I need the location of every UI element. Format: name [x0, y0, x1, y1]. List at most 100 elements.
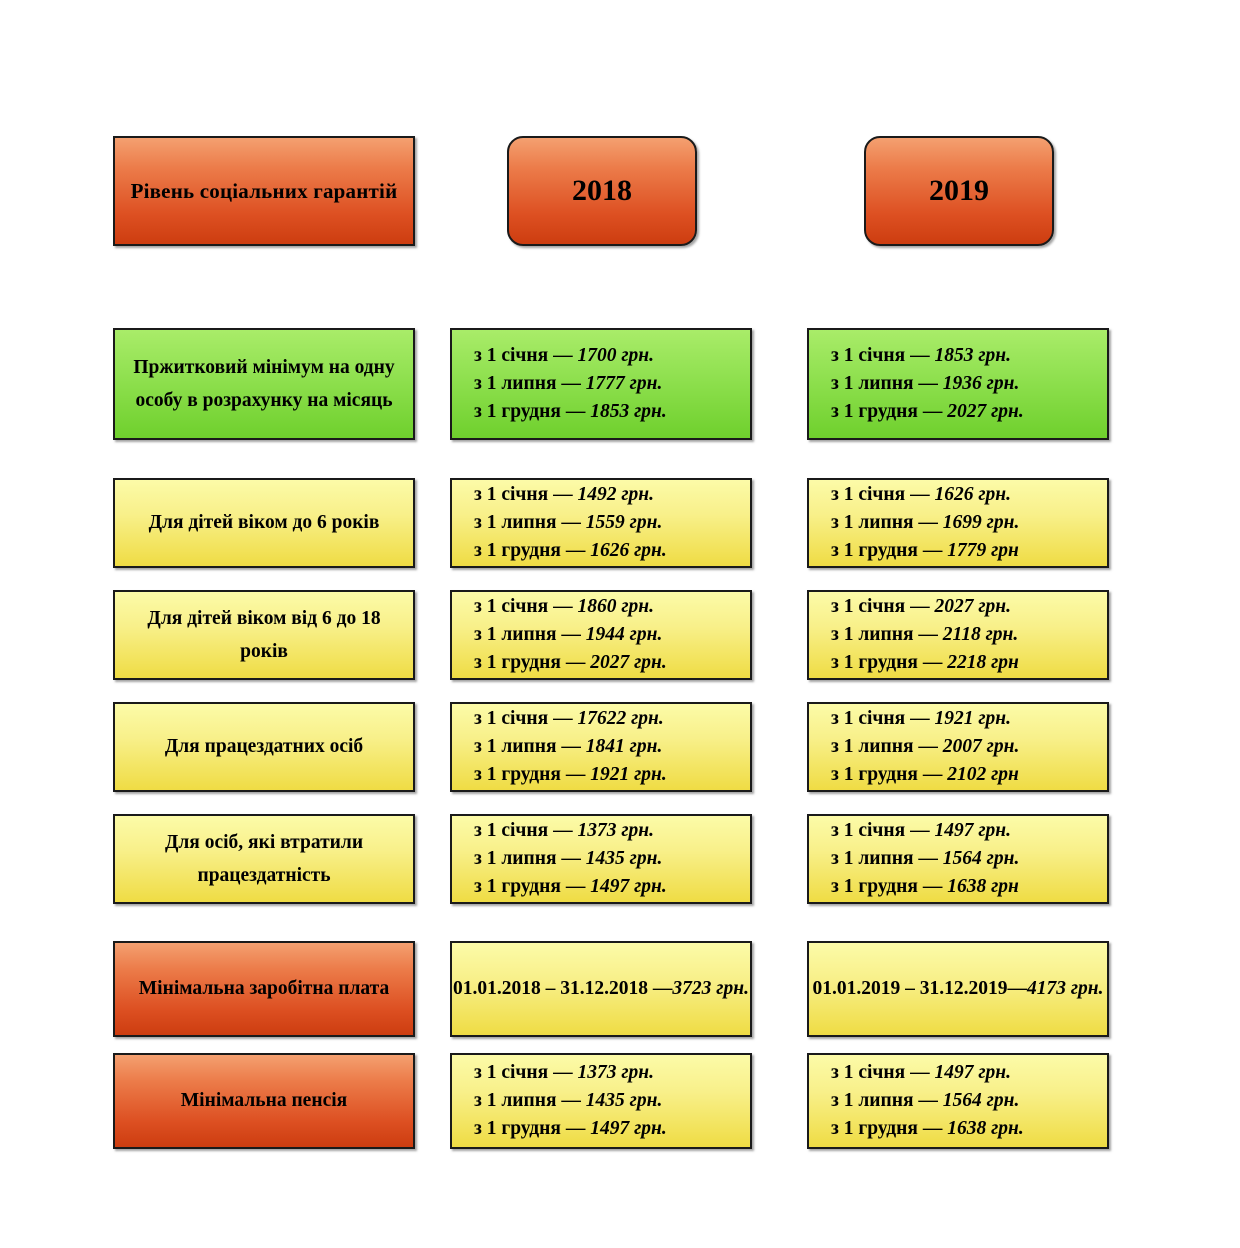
value-line-prefix: з 1 січня — [474, 708, 578, 730]
value-line-amount: 1497 грн. [934, 820, 1011, 842]
value-line: з 1 січня — 1373 грн. [474, 817, 667, 845]
value-line: з 1 грудня — 1497 грн. [474, 1115, 667, 1143]
value-line: з 1 грудня — 1497 грн. [474, 873, 667, 901]
value-line-amount: 2027 грн. [590, 651, 667, 673]
value-line: з 1 січня — 1497 грн. [831, 1059, 1024, 1087]
value-line-prefix: з 1 липня — [474, 1090, 586, 1112]
value-line: з 1 липня — 1936 грн. [831, 370, 1024, 398]
value-stack: з 1 січня — 1497 грн. з 1 липня — 1564 гр… [831, 1059, 1024, 1142]
value-line-amount: 1435 грн. [585, 848, 663, 870]
value-line-prefix: з 1 липня — [831, 373, 943, 395]
value-line-prefix: з 1 грудня — [831, 539, 948, 561]
value-line-prefix: з 1 грудня — [831, 763, 948, 785]
value-line-prefix: з 1 грудня — [474, 651, 591, 673]
row-2019-children-6-to-18: з 1 січня — 2027 грн.з 1 липня — 2118 гр… [807, 590, 1109, 680]
value-stack: з 1 січня — 1700 грн.з 1 липня — 1777 гр… [474, 342, 667, 425]
value-line-amount: 2118 грн. [942, 624, 1019, 646]
value-line: з 1 січня — 17622 грн. [474, 705, 667, 733]
value-stack: з 1 січня — 17622 грн.з 1 липня — 1841 г… [474, 705, 667, 788]
value-line-amount: 1497 грн. [934, 1062, 1011, 1084]
row-2018-children-6-to-18: з 1 січня — 1860 грн.з 1 липня — 1944 гр… [450, 590, 752, 680]
row-label-text: Для осіб, які втратили працездатність [164, 831, 364, 886]
value-stack: 01.01.2019 – 31.12.2019—4173 грн. [812, 975, 1103, 1003]
value-line-amount: 1944 грн. [585, 624, 663, 646]
header-year-2018-text: 2018 [572, 174, 632, 208]
row-label-text: Пржитковий мінімум на одну особу в розра… [133, 356, 395, 411]
value-line-amount: 1638 грн. [947, 1117, 1024, 1139]
value-line-prefix: з 1 січня — [831, 1062, 935, 1084]
value-line: з 1 грудня — 1779 грн [831, 537, 1019, 565]
value-line: з 1 січня — 1860 грн. [474, 593, 667, 621]
value-line-amount: 2007 грн. [942, 736, 1020, 758]
value-line-amount: 1638 грн [947, 875, 1019, 897]
value-line-amount: 1564 грн. [942, 848, 1020, 870]
row-2019-minimum-wage: 01.01.2019 – 31.12.2019—4173 грн. [807, 941, 1109, 1037]
value-line-amount: 2102 грн [947, 763, 1019, 785]
value-line-prefix: з 1 липня — [831, 736, 943, 758]
row-label-subsistence-minimum-per-person: Пржитковий мінімум на одну особу в розра… [113, 328, 415, 440]
value-line-prefix: з 1 січня — [474, 1062, 578, 1084]
row-label-children-6-to-18: Для дітей віком від 6 до 18 років [113, 590, 415, 680]
value-line: з 1 січня — 1497 грн. [831, 817, 1019, 845]
value-line-prefix: з 1 грудня — [474, 875, 591, 897]
value-line-amount: 2218 грн [947, 651, 1019, 673]
value-line-prefix: 01.01.2018 – 31.12.2018 — [453, 978, 673, 1000]
value-line: з 1 грудня — 2027 грн. [474, 649, 667, 677]
value-line: з 1 грудня — 1853 грн. [474, 398, 667, 426]
value-stack: з 1 січня — 1373 грн. з 1 липня — 1435 гр… [474, 817, 667, 900]
value-line: з 1 січня — 1373 грн. [474, 1059, 667, 1087]
value-line-amount: 1435 грн. [585, 1090, 663, 1112]
value-line-amount: 1373 грн. [577, 820, 654, 842]
value-line-prefix: з 1 січня — [831, 820, 935, 842]
value-line-prefix: з 1 липня — [474, 848, 586, 870]
header-year-2019-box: 2019 [864, 136, 1054, 246]
value-line: з 1 липня — 1841 грн. [474, 733, 667, 761]
value-line-amount: 2027 грн. [934, 596, 1011, 618]
value-line-prefix: з 1 грудня — [474, 763, 591, 785]
value-stack: з 1 січня — 1860 грн.з 1 липня — 1944 гр… [474, 593, 667, 676]
value-line-amount: 1936 грн. [942, 373, 1020, 395]
value-stack: з 1 січня — 2027 грн.з 1 липня — 2118 гр… [831, 593, 1019, 676]
value-line: з 1 січня — 1921 грн. [831, 705, 1019, 733]
value-line-prefix: з 1 січня — [831, 345, 935, 367]
value-stack: з 1 січня — 1626 грн.з 1 липня — 1699 гр… [831, 481, 1019, 564]
value-line-prefix: з 1 липня — [474, 512, 586, 534]
value-line: з 1 липня — 2007 грн. [831, 733, 1019, 761]
value-stack: 01.01.2018 – 31.12.2018 —3723 грн. [453, 975, 749, 1003]
value-line-amount: 1699 грн. [942, 512, 1020, 534]
row-label-minimum-pension: Мінімальна пенсія [113, 1053, 415, 1149]
value-line: з 1 січня — 1700 грн. [474, 342, 667, 370]
row-2019-children-under-6: з 1 січня — 1626 грн.з 1 липня — 1699 гр… [807, 478, 1109, 568]
value-stack: з 1 січня — 1497 грн.з 1 липня — 1564 гр… [831, 817, 1019, 900]
header-title-text: Рівень соціальних гарантій [130, 178, 398, 203]
value-line-amount: 1779 грн [947, 539, 1019, 561]
value-line-amount: 1626 грн. [934, 484, 1011, 506]
value-line-amount: 1497 грн. [590, 1117, 667, 1139]
header-year-2019-text: 2019 [929, 174, 989, 208]
row-label-text: Мінімальна пенсія [180, 1090, 348, 1112]
value-stack: з 1 січня — 1373 грн. з 1 липня — 1435 гр… [474, 1059, 667, 1142]
value-line-amount: 4173 грн. [1026, 978, 1104, 1000]
value-line: з 1 липня — 1699 грн. [831, 509, 1019, 537]
value-line: 01.01.2019 – 31.12.2019—4173 грн. [812, 975, 1103, 1003]
value-line: з 1 січня — 1492 грн. [474, 481, 667, 509]
value-line-amount: 1564 грн. [942, 1090, 1020, 1112]
value-line: з 1 грудня — 2027 грн. [831, 398, 1024, 426]
value-line-amount: 3723 грн. [672, 978, 749, 1000]
value-line-prefix: з 1 січня — [474, 484, 578, 506]
value-line: з 1 грудня — 2218 грн [831, 649, 1019, 677]
value-line-prefix: з 1 липня — [474, 736, 586, 758]
value-line-prefix: з 1 грудня — [474, 400, 591, 422]
value-line: з 1 липня — 1559 грн. [474, 509, 667, 537]
value-line-amount: 1777 грн. [585, 373, 663, 395]
row-label-persons-lost-working-ability: Для осіб, які втратили працездатність [113, 814, 415, 904]
value-line-prefix: з 1 січня — [474, 820, 578, 842]
value-line-amount: 1559 грн. [585, 512, 663, 534]
value-stack: з 1 січня — 1921 грн.з 1 липня — 2007 гр… [831, 705, 1019, 788]
value-line-amount: 1841 грн. [585, 736, 663, 758]
value-line-prefix: з 1 грудня — [474, 1117, 591, 1139]
header-year-2018-box: 2018 [507, 136, 697, 246]
value-line-prefix: з 1 липня — [831, 1090, 943, 1112]
value-line-amount: 1853 грн. [590, 400, 667, 422]
row-2019-subsistence-minimum-per-person: з 1 січня — 1853 грн.з 1 липня — 1936 гр… [807, 328, 1109, 440]
